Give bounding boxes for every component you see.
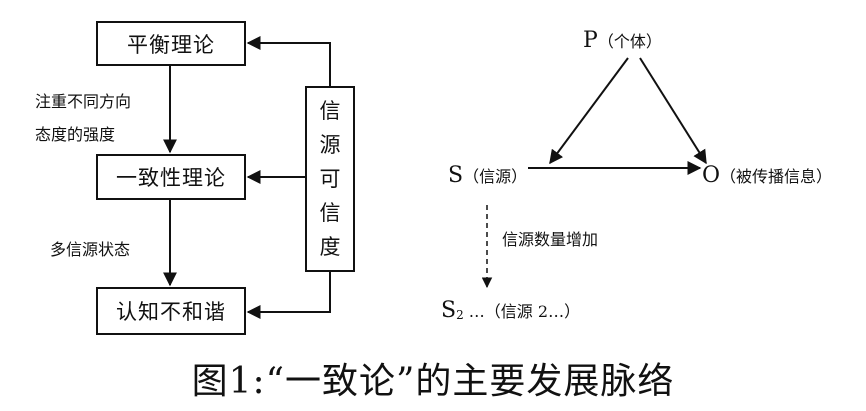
label-multi-source: 多信源状态 <box>50 240 131 259</box>
node-o-message: O（被传播信息） <box>702 163 832 188</box>
node-p-note: （个体） <box>597 32 662 51</box>
node-s2-note: …（信源 2…） <box>463 302 581 321</box>
label-attitude-direction: 注重不同方向 <box>35 92 132 111</box>
credibility-char: 度 <box>319 235 341 259</box>
arrow-credibility-to-dissonance <box>246 272 331 319</box>
box-cognitive-dissonance: 认知不和谐 <box>96 287 246 335</box>
node-o-note: （被传播信息） <box>720 167 833 186</box>
credibility-char: 可 <box>319 167 341 191</box>
box-cognitive-dissonance-label: 认知不和谐 <box>116 300 226 324</box>
credibility-char: 信 <box>319 99 341 123</box>
node-s2-source: S2 …（信源 2…） <box>441 298 580 323</box>
box-source-credibility: 信 源 可 信 度 <box>305 86 355 272</box>
arrow-credibility-to-balance <box>246 36 331 86</box>
box-balance-theory-label: 平衡理论 <box>127 32 215 57</box>
node-s2-letter: S <box>441 298 457 323</box>
node-p-individual: P（个体） <box>583 28 662 53</box>
node-s-letter: S <box>448 163 464 188</box>
arrow-p-to-s <box>549 57 629 165</box>
box-consistency-theory-label: 一致性理论 <box>116 166 226 190</box>
node-o-letter: O <box>702 163 721 188</box>
arrow-p-to-o <box>639 57 707 165</box>
node-s2-subscript: 2 <box>456 308 464 322</box>
figure-caption: 图1:“一致论”的主要发展脉络 <box>191 361 675 402</box>
box-balance-theory: 平衡理论 <box>96 21 246 66</box>
node-s-note: （信源） <box>463 167 528 186</box>
box-consistency-theory: 一致性理论 <box>96 154 246 200</box>
credibility-char: 源 <box>319 133 341 157</box>
label-attitude-strength: 态度的强度 <box>35 125 116 144</box>
node-p-letter: P <box>583 28 598 53</box>
credibility-char: 信 <box>319 201 341 225</box>
node-s-source: S（信源） <box>448 163 527 188</box>
label-source-count-increase: 信源数量增加 <box>502 230 599 249</box>
